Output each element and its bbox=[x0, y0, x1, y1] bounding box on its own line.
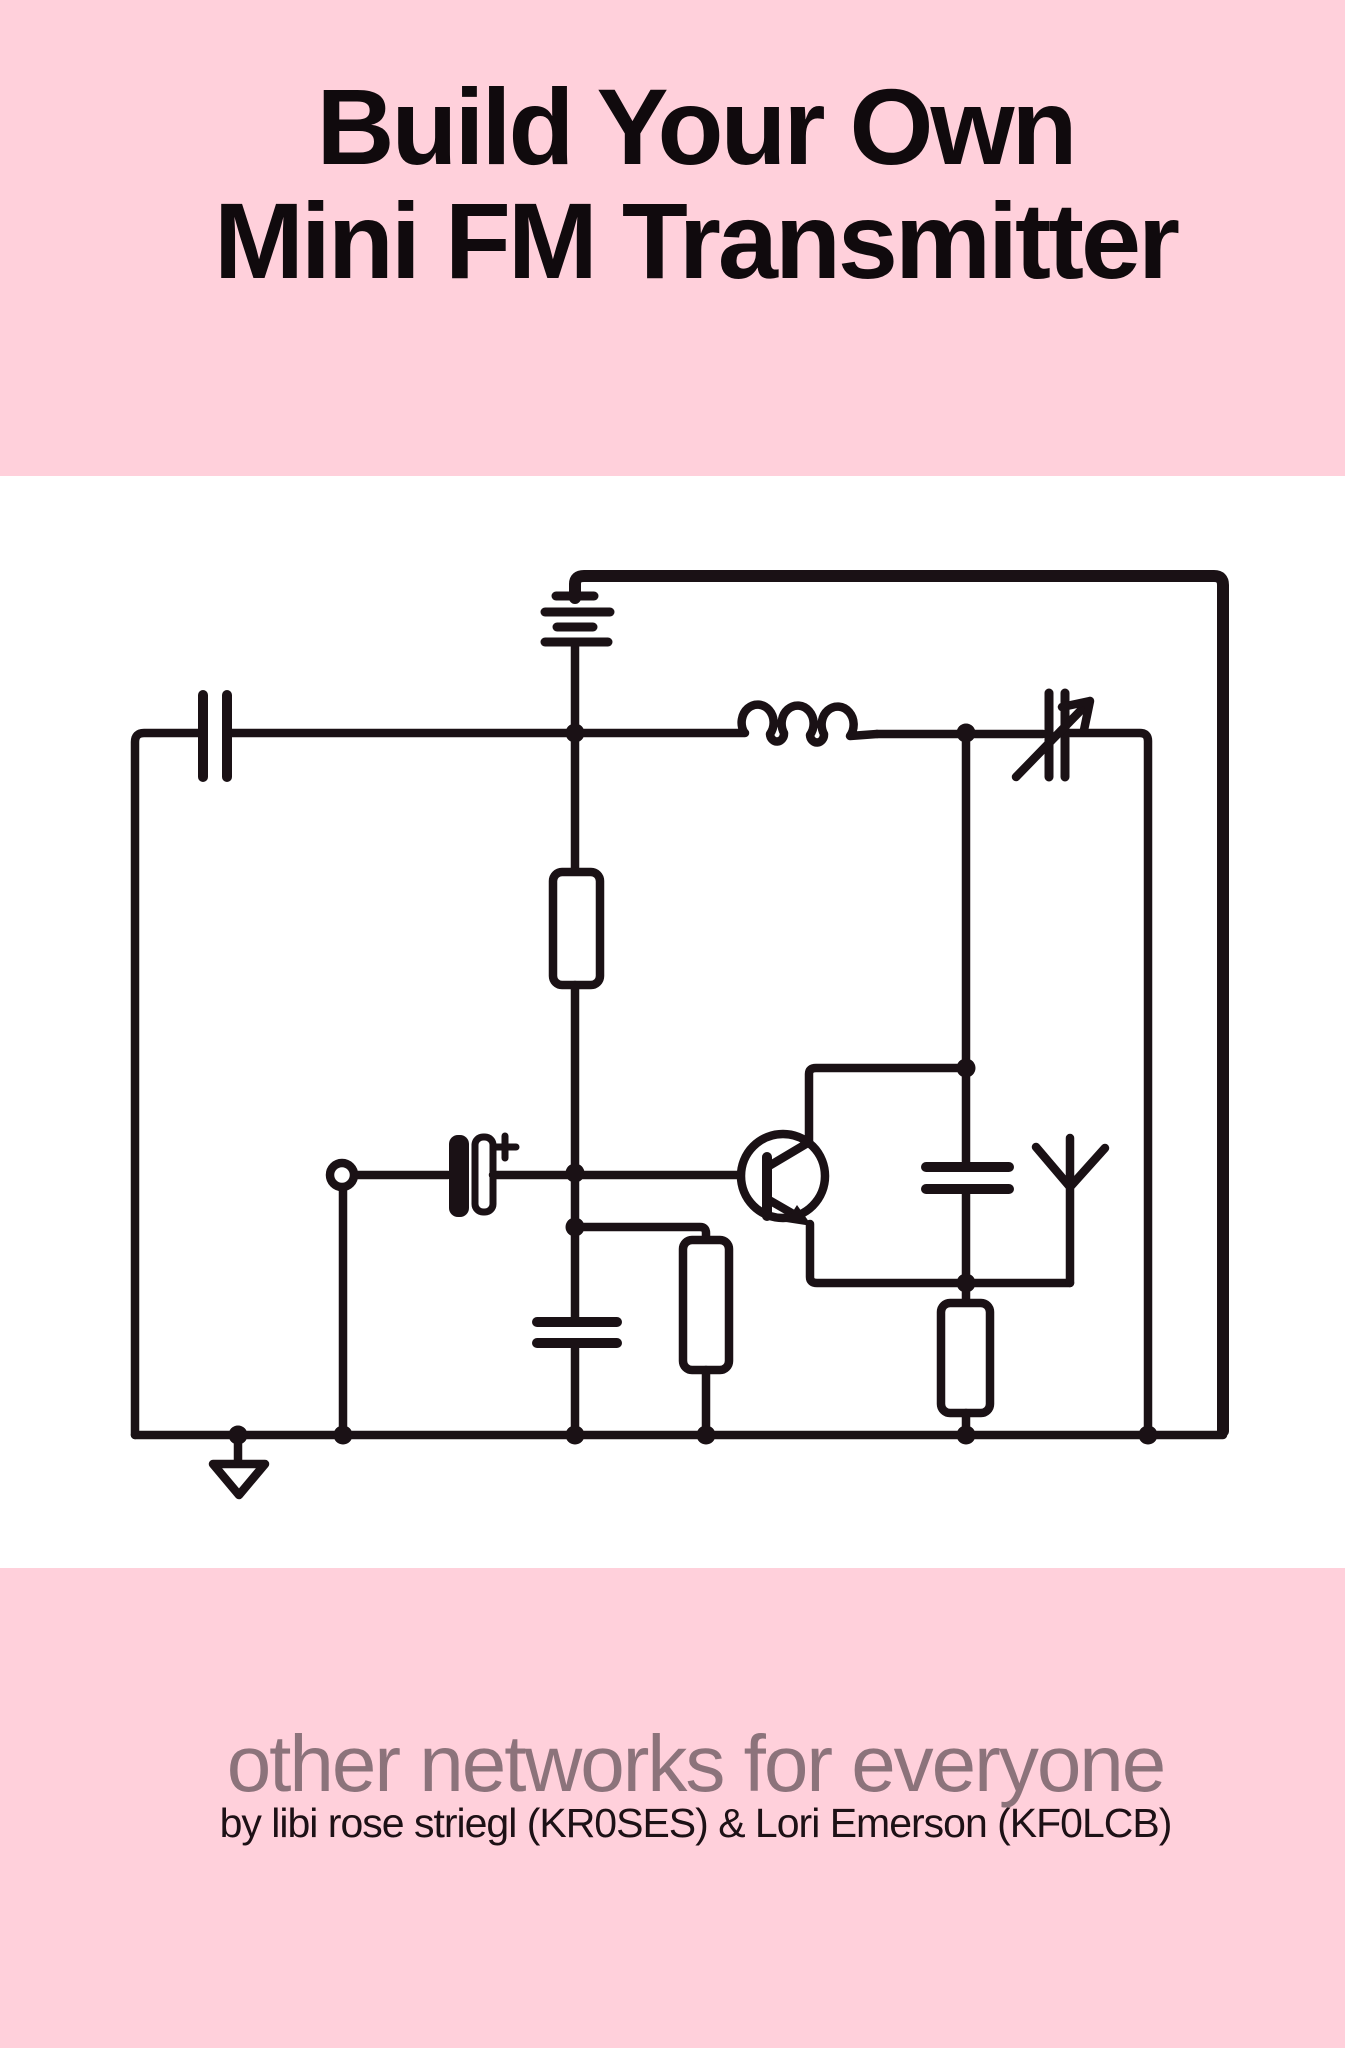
author-byline: by libi rose striegl (KR0SES) & Lori Eme… bbox=[219, 1800, 1173, 1846]
left-wire bbox=[130, 728, 203, 1440]
circuit-diagram bbox=[130, 570, 1229, 1500]
capacitor-c3-icon bbox=[921, 1162, 1014, 1194]
transistor-icon bbox=[736, 1129, 830, 1226]
tank-drop-wire bbox=[1065, 728, 1153, 1440]
collector-wire bbox=[804, 1063, 971, 1148]
capacitor-c2-icon bbox=[532, 1317, 622, 1348]
r2-top-wire bbox=[570, 1222, 711, 1245]
audio-input-terminal bbox=[325, 1158, 359, 1192]
junction-dots bbox=[228, 723, 1158, 1445]
resistor-r3 bbox=[936, 1298, 995, 1418]
series-title: other networks for everyone bbox=[226, 1719, 1167, 1808]
electrolytic-capacitor-icon bbox=[449, 1132, 580, 1217]
ground-icon bbox=[208, 1432, 270, 1500]
title-line-1: Build Your Own bbox=[316, 66, 1078, 187]
circuit-panel bbox=[0, 476, 1345, 1568]
page-title: Build Your Own Mini FM Transmitter bbox=[0, 70, 1345, 298]
resistor-r1 bbox=[548, 867, 605, 990]
inductor-icon bbox=[737, 700, 882, 747]
battery-icon bbox=[540, 591, 615, 738]
emitter-wire bbox=[805, 1219, 1075, 1288]
antenna-icon bbox=[1031, 1133, 1110, 1288]
title-line-2: Mini FM Transmitter bbox=[213, 180, 1180, 301]
variable-capacitor-icon bbox=[1011, 688, 1095, 782]
resistor-r2 bbox=[678, 1235, 734, 1375]
top-wire bbox=[569, 570, 1229, 1437]
capacitor-c1-icon bbox=[198, 690, 232, 782]
plus-sign-icon bbox=[490, 1132, 520, 1162]
